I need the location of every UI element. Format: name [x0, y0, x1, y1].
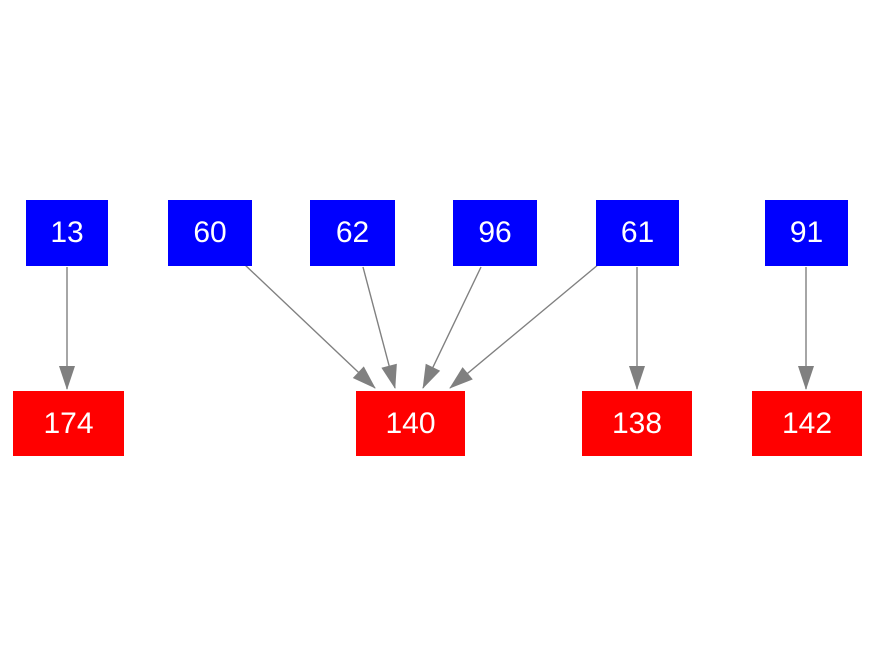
node-label-174: 174: [43, 406, 94, 440]
node-96: 96: [453, 200, 537, 266]
node-174: 174: [13, 391, 124, 456]
node-label-138: 138: [611, 406, 663, 440]
node-label-13: 13: [50, 216, 84, 249]
node-62: 62: [310, 200, 395, 266]
node-label-62: 62: [335, 216, 370, 249]
node-138: 138: [582, 391, 692, 456]
node-142: 142: [752, 391, 862, 456]
node-13: 13: [26, 200, 108, 266]
node-91: 91: [765, 200, 848, 266]
node-140: 140: [356, 391, 465, 456]
node-label-142: 142: [781, 406, 833, 440]
edge-62-to-140: [362, 266, 397, 389]
node-label-91: 91: [789, 216, 824, 249]
edge-group: [59, 263, 814, 390]
edge-61-to-140: [449, 263, 600, 389]
edge-96-to-140: [422, 266, 482, 389]
node-label-60: 60: [193, 216, 227, 249]
node-label-96: 96: [478, 216, 512, 249]
node-60: 60: [168, 200, 252, 266]
edge-60-to-140: [243, 263, 376, 389]
node-61: 61: [596, 200, 679, 266]
node-label-140: 140: [385, 406, 436, 440]
node-label-61: 61: [620, 216, 655, 249]
